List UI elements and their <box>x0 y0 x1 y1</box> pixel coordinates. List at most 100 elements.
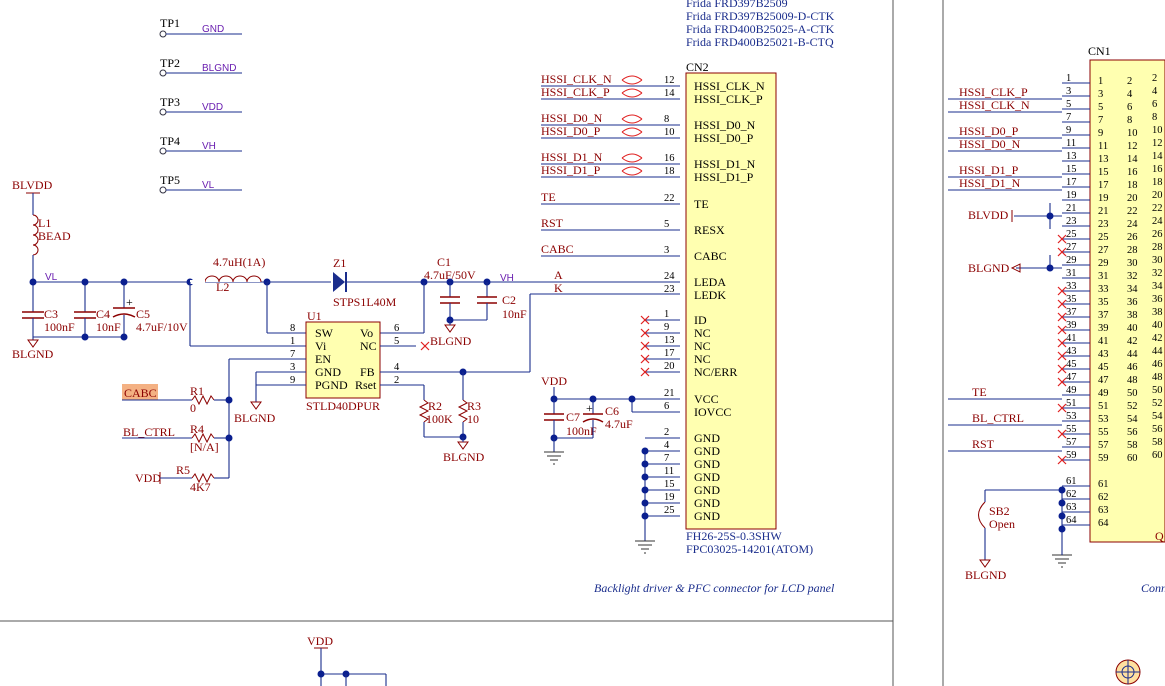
cn2-pin-num: 15 <box>664 479 675 490</box>
cn1-pin-right-inner: 44 <box>1127 349 1138 360</box>
cn1-pin-left-inner: 59 <box>1098 453 1109 464</box>
cn1-pin-right-inner: 48 <box>1127 375 1138 386</box>
nc-marker <box>1057 299 1067 309</box>
test-point-tp4[interactable]: TP4 VH <box>159 134 242 155</box>
cn1-pin-outer: 47 <box>1066 372 1077 383</box>
cn2-pin-num: 22 <box>664 193 675 204</box>
cn1-pin-right-inner: 40 <box>1127 323 1138 334</box>
cn1-pin-right-inner: 34 <box>1127 284 1138 295</box>
u1-pin-num: 6 <box>394 323 399 334</box>
u1-pin-name: PGND <box>315 378 348 392</box>
cn1-pin-right-inner: 28 <box>1127 245 1138 256</box>
l1-value: BEAD <box>38 229 71 243</box>
cn1-pin-left-inner: 55 <box>1098 427 1109 438</box>
cn1-pin-left-inner: 64 <box>1098 518 1109 529</box>
u1-pin-name: Vi <box>315 339 327 353</box>
l2-inductor-icon <box>204 275 262 283</box>
cn2-pin-num: 12 <box>664 75 675 86</box>
vdd-net-label: VDD <box>541 374 567 388</box>
cn1-pin-outer: 45 <box>1066 359 1077 370</box>
cn1-pin-outer-right: 36 <box>1152 294 1163 305</box>
c4-value: 10nF <box>96 320 121 334</box>
cn1-pin-left-inner: 15 <box>1098 167 1109 178</box>
cn2-pin-num: 8 <box>664 114 669 125</box>
cn1-pin-outer-right: 6 <box>1152 99 1157 110</box>
tp-ref: TP5 <box>160 173 180 187</box>
cn2-pin-num: 14 <box>664 88 675 99</box>
ground-icon <box>444 324 456 333</box>
cn1-pin-right-inner: 60 <box>1127 453 1138 464</box>
c6-ref: C6 <box>605 404 619 418</box>
nc-marker <box>1057 429 1067 439</box>
cn1-pin-outer-right: 14 <box>1152 151 1163 162</box>
cn2-net-label: HSSI_D0_P <box>541 124 601 138</box>
cn1-pin-outer-right: 28 <box>1152 242 1163 253</box>
u1-ic[interactable]: U1 SW Vi EN GND PGND Vo NC FB Rset 8 1 7… <box>229 293 680 464</box>
tp-net: VDD <box>202 102 223 113</box>
cn2-pin-name: GND <box>694 470 720 484</box>
cn1-pin-outer-right: 38 <box>1152 307 1163 318</box>
nc-markers <box>640 315 650 377</box>
cn2-pin-name: HSSI_D0_P <box>694 131 754 145</box>
cn1-pin-outer: 57 <box>1066 437 1077 448</box>
r1-resistor-icon <box>191 394 215 406</box>
cn1-pin-outer-right: 46 <box>1152 359 1163 370</box>
cn1-pin-outer: 63 <box>1066 502 1077 513</box>
nc-marker <box>1057 247 1067 257</box>
cn1-pin-outer-right: 2 <box>1152 73 1157 84</box>
cn1-pin-left-inner: 29 <box>1098 258 1109 269</box>
r4-resistor-icon <box>191 432 215 444</box>
tp-net: GND <box>202 24 224 35</box>
cn2-pin-name: NC <box>694 352 711 366</box>
r2-value: 100K <box>426 412 453 426</box>
cn2-pin-name: TE <box>694 197 709 211</box>
cn1-pin-outer-right: 52 <box>1152 398 1163 409</box>
cn2-pin-name: HSSI_D1_N <box>694 157 756 171</box>
test-point-tp2[interactable]: TP2 BLGND <box>159 56 242 77</box>
ground-icon <box>635 540 655 554</box>
u1-pin-num: 1 <box>290 336 295 347</box>
u1-pin-name: NC <box>360 339 377 353</box>
vh-net-label: VH <box>500 273 514 284</box>
tp-net: BLGND <box>202 63 236 74</box>
u1-ref: U1 <box>307 309 322 323</box>
cn1-pin-outer: 55 <box>1066 424 1077 435</box>
cn2-pin-name: GND <box>694 509 720 523</box>
bl-ctrl-port-label[interactable]: BL_CTRL <box>123 425 175 439</box>
ground-icon <box>1052 554 1072 568</box>
l2-ref: L2 <box>216 280 229 294</box>
cn1-pin-outer: 33 <box>1066 281 1077 292</box>
cn2-pin-name: HSSI_CLK_N <box>694 79 765 93</box>
cn2-pin-name: NC <box>694 326 711 340</box>
cn1-pin-left-inner: 23 <box>1098 219 1109 230</box>
c2-ref: C2 <box>502 293 516 307</box>
cn2-pin-num: 16 <box>664 153 675 164</box>
cn1-pin-outer-right: 50 <box>1152 385 1163 396</box>
l1-bead-icon <box>32 214 39 256</box>
cn2-pin-name: GND <box>694 457 720 471</box>
r3-ref: R3 <box>467 399 481 413</box>
cn2-pin-num: 7 <box>664 453 669 464</box>
diff-pair-icons <box>621 75 643 176</box>
cn1-pin-right-inner: 46 <box>1127 362 1138 373</box>
test-point-tp5[interactable]: TP5 VL <box>159 173 242 194</box>
cn1-pin-outer-right: 24 <box>1152 216 1163 227</box>
cn2-pin-name: CABC <box>694 249 727 263</box>
cn1-pin-left-inner: 13 <box>1098 154 1109 165</box>
test-point-tp3[interactable]: TP3 VDD <box>159 95 242 116</box>
test-point-tp1[interactable]: TP1 GND <box>159 16 242 38</box>
cn1-pin-right-inner: 52 <box>1127 401 1138 412</box>
cn2-pin-num: 4 <box>664 440 670 451</box>
cabc-port-label[interactable]: CABC <box>124 386 157 400</box>
cn1-pin-outer: 3 <box>1066 86 1071 97</box>
cn1-pin-right-inner: 8 <box>1127 115 1132 126</box>
c4-ref: C4 <box>96 307 110 321</box>
r2-resistor-icon <box>418 399 430 423</box>
u1-value: STLD40DPUR <box>306 399 380 413</box>
cn1-pin-left-inner: 17 <box>1098 180 1109 191</box>
cn1-pin-outer: 43 <box>1066 346 1077 357</box>
cn2-pin-name: VCC <box>694 392 719 406</box>
